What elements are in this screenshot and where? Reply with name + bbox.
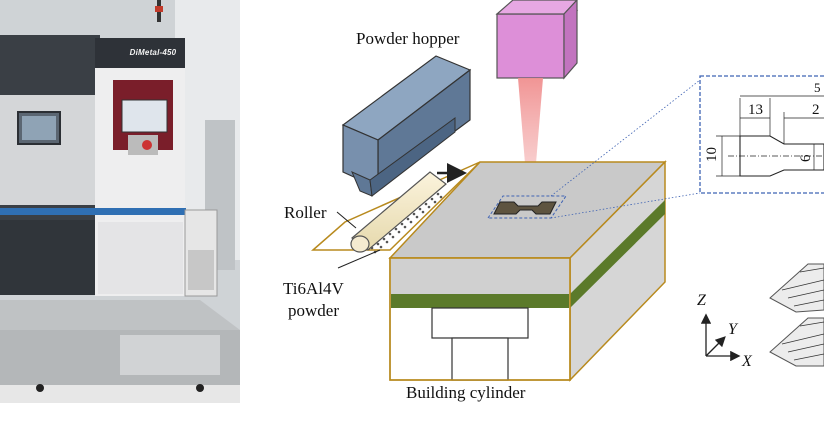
powder-label-line1: Ti6Al4V (283, 279, 345, 298)
coordinate-axes (700, 313, 741, 362)
axis-y-label: Y (728, 321, 739, 338)
dim-6: 6 (798, 154, 814, 162)
powder-bed (311, 160, 667, 382)
powder-hopper-label: Powder hopper (356, 29, 460, 48)
powder-label-line2: powder (288, 301, 339, 320)
dim-10: 10 (704, 147, 720, 162)
axis-x-label: X (741, 353, 753, 370)
powder-hopper (341, 55, 472, 197)
dim-2: 2 (812, 102, 820, 118)
machine-photo: DiMetal-450 (0, 0, 240, 403)
dim-13: 13 (748, 102, 763, 118)
machine-name-label: DiMetal-450 (129, 48, 177, 57)
axis-z-label: Z (697, 292, 707, 309)
specimen-detail (699, 75, 824, 194)
projection-line-bottom (550, 192, 701, 219)
roller-label: Roller (284, 203, 327, 222)
scan-layers (769, 263, 824, 367)
laser-source (495, 0, 579, 80)
machine-photo-drawing (0, 0, 240, 403)
roller (350, 171, 447, 254)
dim-5: 5 (814, 80, 821, 95)
roller-leader (336, 211, 357, 229)
laser-beam (518, 78, 543, 200)
building-cylinder-label: Building cylinder (406, 383, 526, 402)
scan-area (487, 195, 567, 219)
powder-leader (337, 249, 381, 269)
